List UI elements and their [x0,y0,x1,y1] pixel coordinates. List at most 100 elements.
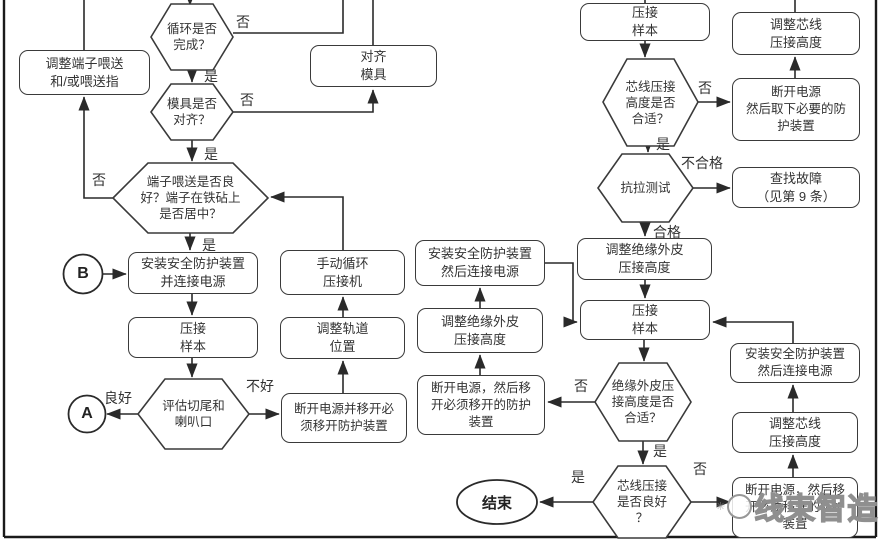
branch-label-yes: 是 [656,136,670,152]
node-text-line: 断开电源，然后移 [430,380,531,395]
node-adjust-terminal-feed: 调整端子喂送 和/或喂送指 [19,50,150,95]
branch-label-no: 否 [698,80,712,96]
decision-text-line: 完成？ [173,38,211,52]
node-text-line: 然后连接电源 [440,264,519,279]
decision-die-aligned: 模具是否 对齐？ [151,84,233,140]
node-crimp-sample-right: 压接 样本 [580,300,710,340]
branch-label-no: 否 [693,461,707,477]
decision-text-line: ？ [635,511,649,525]
branch-label-yes: 是 [202,237,216,253]
node-text-line: 查找故障 [769,170,822,186]
node-text-line: 样本 [179,338,206,354]
branch-label-no: 否 [236,14,250,30]
decision-text-line: 是否居中？ [159,207,222,221]
node-text-line: 压接 [631,5,658,20]
watermark-text: 线束智造 [754,492,879,526]
branch-label-yes: 是 [204,68,218,84]
decision-evaluate-cutoff-bellmouth: 评估切尾和 喇叭口 [138,379,249,449]
connector-b: B [77,265,89,282]
branch-label-bad: 不好 [246,378,274,394]
node-adjust-core-height-right: 调整芯线 压接高度 [732,412,858,453]
node-text-line: 调整芯线 [769,16,822,32]
branch-label-pass: 合格 [653,224,681,240]
node-text-line: 调整绝缘外皮 [440,313,519,329]
node-text-line: 和/或喂送指 [50,73,119,89]
node-text-line: 样本 [631,321,658,336]
terminal-shapes [62,253,538,525]
node-text-line: 断开电源并移开必 [293,402,394,416]
branch-label-yes: 是 [653,443,667,459]
node-manual-cycle-press: 手动循环 压接机 [280,250,405,295]
node-text-line: 装置 [782,517,808,531]
decision-text-line: 循环是否 [166,22,217,36]
decision-text-line: 是否良好 [616,495,667,509]
decision-text-line: 高度是否 [625,95,676,110]
node-text-line: 对齐 [360,49,387,64]
watermark: ✳ 线束智造 [716,484,878,528]
node-adjust-core-height-top-right: 调整芯线 压接高度 [732,12,860,55]
node-text-line: 调整端子喂送 [45,55,124,71]
node-text-line: 然后连接电源 [757,364,833,378]
node-adjust-rail-position: 调整轨道 位置 [280,317,405,359]
branch-label-no: 否 [574,378,588,394]
node-install-guard-connect-power-mid: 安装安全防护装置 然后连接电源 [415,240,545,286]
node-text-line: 开必须移开的防护 [744,500,845,514]
node-crimp-sample-top-right: 压接 样本 [580,3,710,41]
decision-text-line: 绝缘外皮压 [611,379,675,393]
decision-insulation-height-ok: 绝缘外皮压 接高度是否 合适？ [595,363,691,441]
decision-pull-test: 抗拉测试 [598,154,693,222]
node-text-line: 压接高度 [453,331,506,347]
node-adjust-insulation-height-right: 调整绝缘外皮 压接高度 [577,238,712,280]
node-text-line: 装置 [468,414,494,429]
node-text-line: 然后取下必要的防 [745,102,846,116]
branch-label-no: 否 [240,92,254,108]
node-text-line: 调整绝缘外皮 [605,242,684,257]
decision-text-line: 对齐？ [173,113,211,127]
branch-label-fail: 不合格 [681,155,723,171]
node-text-line: 样本 [631,23,658,38]
node-text-line: 压接 [179,320,206,336]
node-install-guard-connect-power-right: 安装安全防护装置 然后连接电源 [730,343,860,383]
node-text-line: 压接高度 [769,34,822,50]
node-text-line: 手动循环 [316,255,369,271]
node-text-line: 断开电源，然后移 [744,483,845,497]
decision-core-crimp-height-ok: 芯线压接 高度是否 合适？ [603,59,698,146]
node-find-fault: 查找故障 （见第 9 条） [732,167,860,208]
node-text-line: 护装置 [777,119,815,133]
watermark-logo-icon [727,493,753,519]
node-adjust-insulation-height-mid: 调整绝缘外皮 压接高度 [417,308,543,353]
decision-text-line: 合适？ [631,111,670,126]
decision-shapes [111,3,699,539]
connector-lines [78,0,801,508]
node-text-line: 安装安全防护装置 [744,347,845,361]
node-text-line: 调整芯线 [768,415,821,431]
node-install-guard-connect-power-b: 安装安全防护装置 并连接电源 [128,252,258,294]
decision-text-line: 评估切尾和 [162,399,225,413]
connector-a: A [81,405,93,422]
decision-text-line: 接高度是否 [611,395,675,409]
terminator-end: 结束 [481,494,512,512]
node-crimp-sample-left: 压接 样本 [128,317,258,358]
decision-text-line: 喇叭口 [174,415,213,429]
watermark-star-icon: ✳ [716,500,726,513]
decision-cycle-complete: 循环是否 完成？ [151,4,233,70]
node-disconnect-remove-guard-left: 断开电源并移开必 须移开防护装置 [281,393,407,443]
node-text-line: 断开电源 [770,85,821,99]
node-text-line: 调整轨道 [316,321,369,336]
node-text-line: 并连接电源 [160,274,226,289]
decision-text-line: 好？端子在铁砧上 [140,191,241,205]
node-disconnect-remove-guard-top-right: 断开电源 然后取下必要的防 护装置 [732,78,860,141]
decision-text-line: 模具是否 [166,97,217,111]
node-text-line: 压接高度 [618,260,671,275]
node-text-line: 位置 [329,339,356,354]
node-text-line: 压接高度 [768,433,821,449]
decision-core-crimp-good: 芯线压接 是否良好 ？ [593,466,691,538]
branch-label-yes: 是 [571,469,585,485]
node-text-line: 安装安全防护装置 [140,256,245,271]
node-text-line: 须移开防护装置 [300,419,388,433]
node-text-line: 开必须移开的防护 [430,397,531,412]
node-text-line: 模具 [360,67,387,82]
